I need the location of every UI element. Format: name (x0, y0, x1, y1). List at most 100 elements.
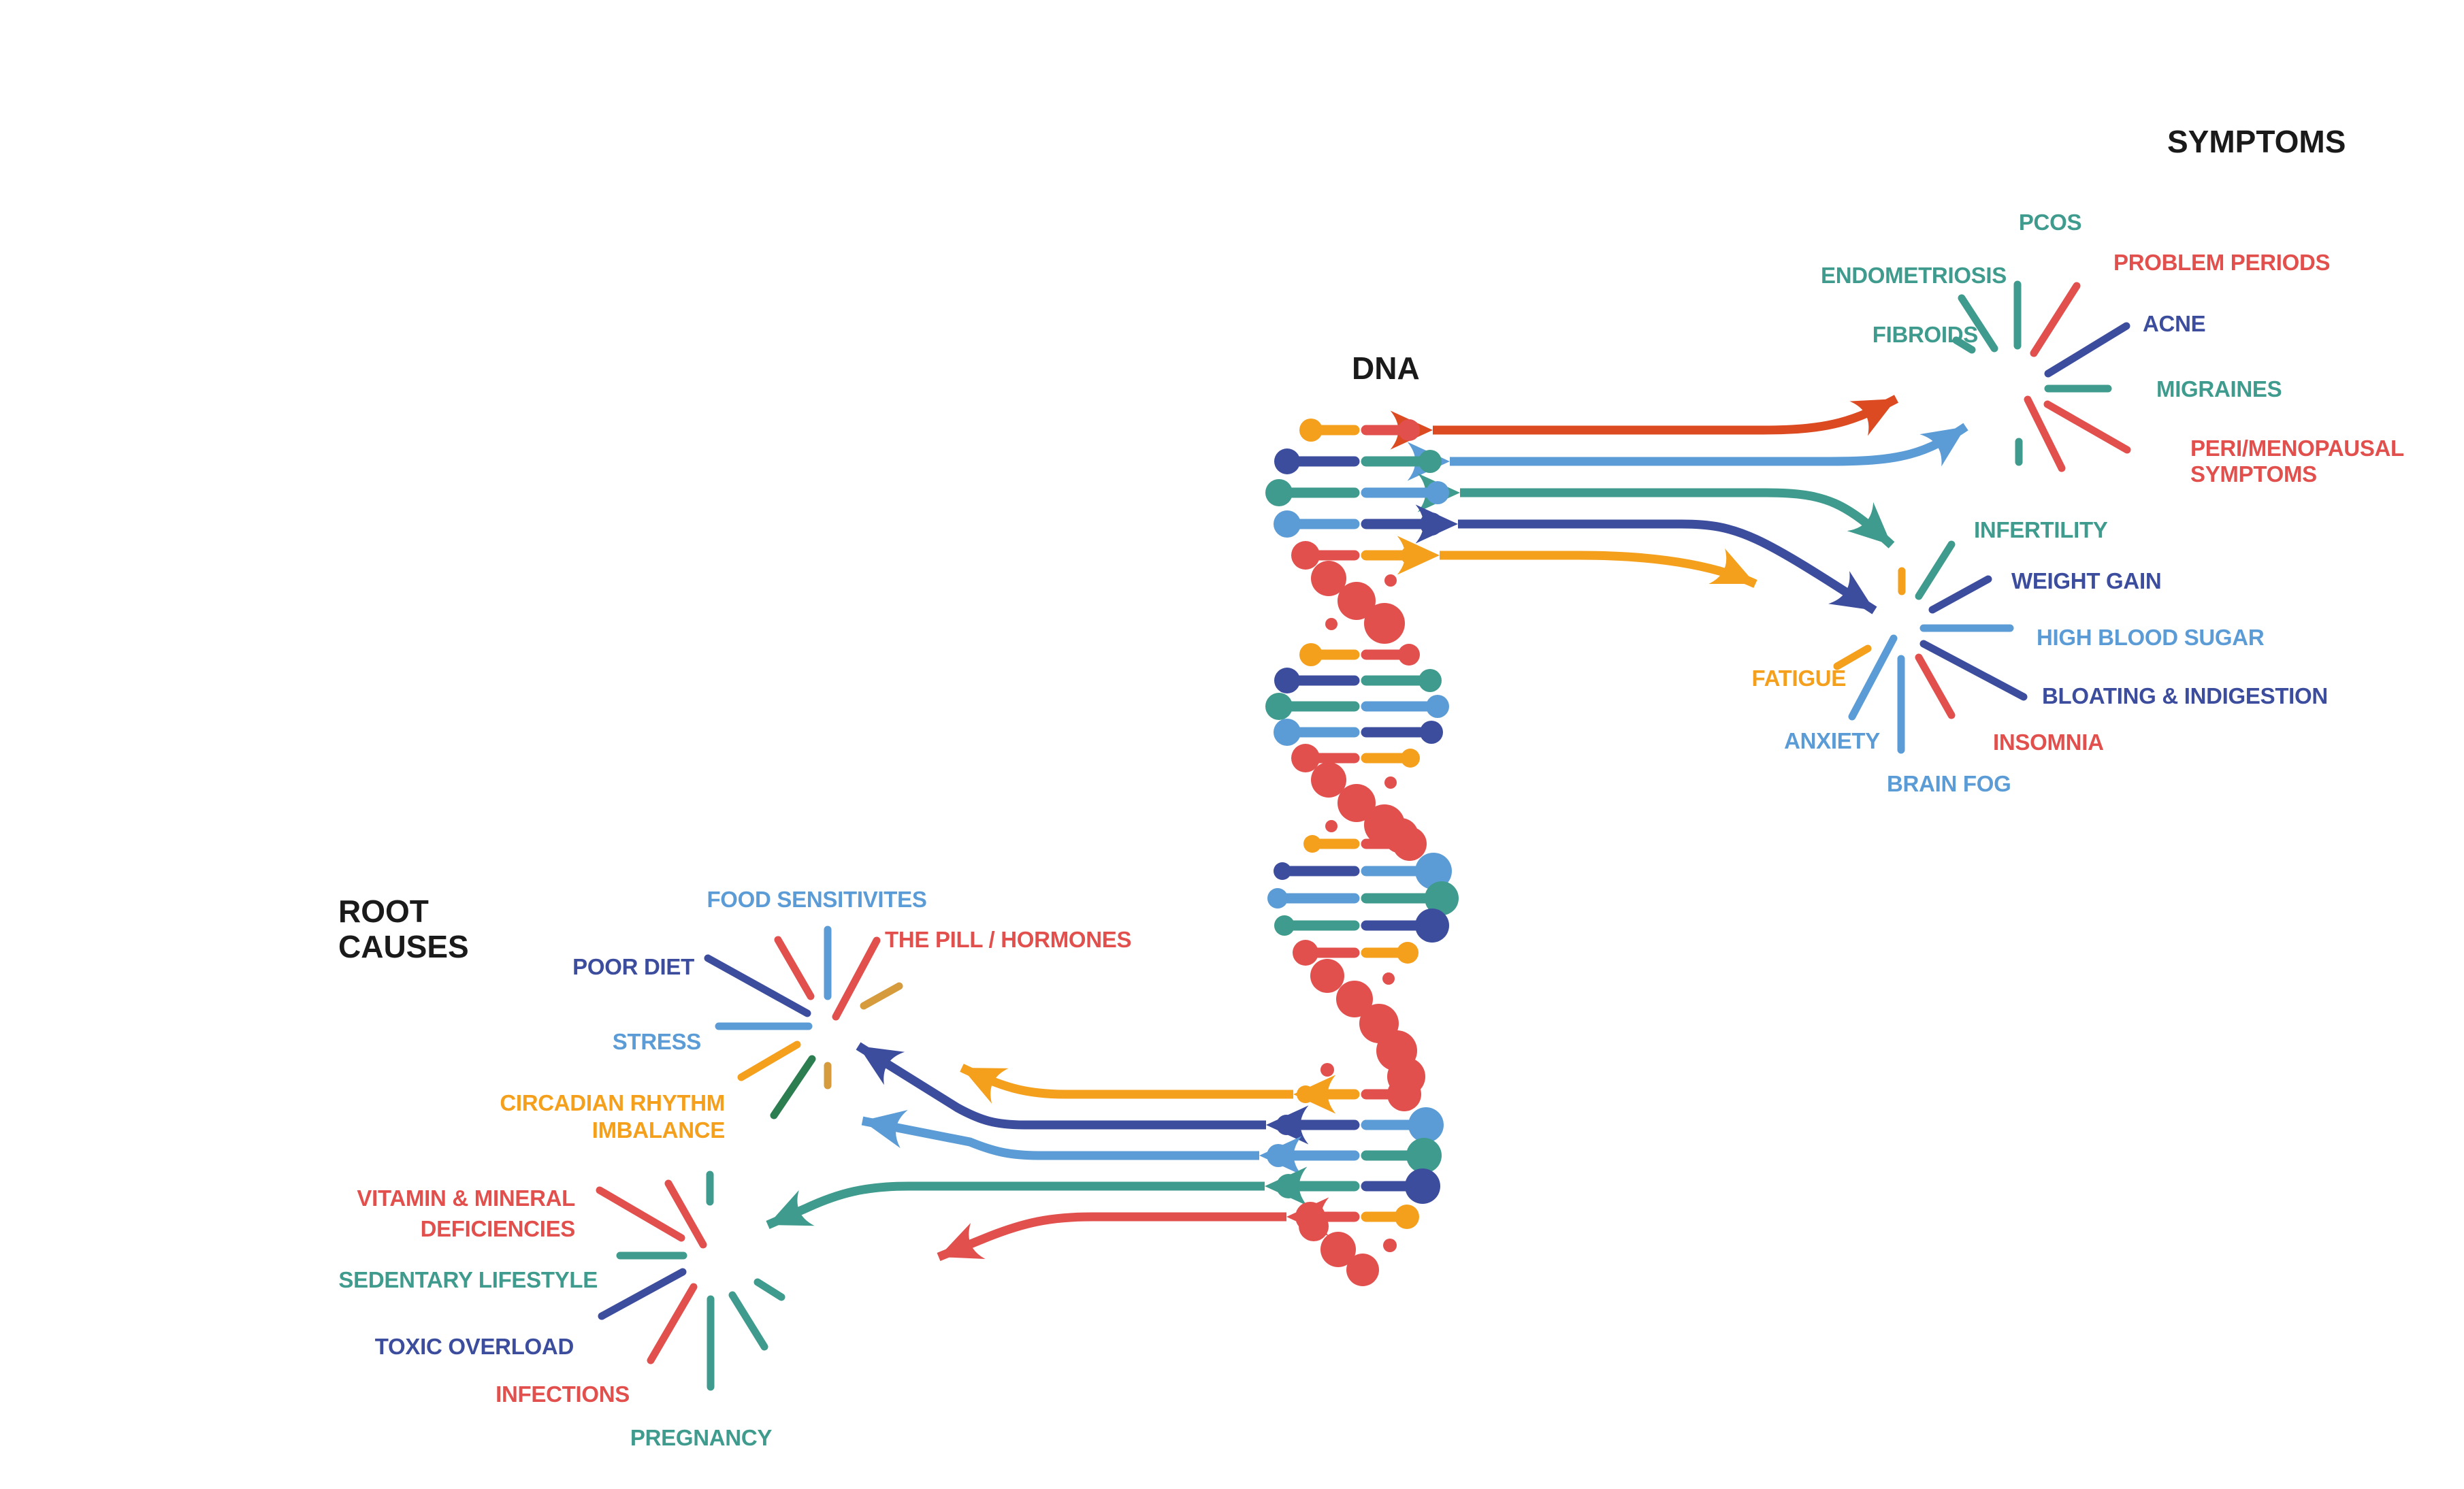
dna-rung (1274, 909, 1449, 943)
dna-header: DNA (1352, 350, 1420, 386)
dna-rung-group-3 (1267, 827, 1459, 966)
connector-arrows (766, 395, 1968, 1262)
label-endometriosis: ENDOMETRIOSIS (1821, 263, 2007, 288)
arrow-dna-to-body-2 (937, 1197, 1329, 1262)
arrow-dna-to-metabolic-2 (1415, 504, 1877, 615)
ray-accent-green (770, 1055, 816, 1119)
label-pregnancy: PREGNANCY (630, 1425, 772, 1450)
label-pcos: PCOS (2019, 210, 2081, 235)
ray-insomnia (1915, 653, 1956, 719)
dna-crossover-1 (1311, 561, 1405, 644)
dna-rung (1267, 1138, 1442, 1173)
symptoms-header: SYMPTOMS (2167, 124, 2346, 159)
dna-rung (1267, 881, 1459, 915)
ray-infections (647, 1283, 698, 1364)
ray-poor-diet (704, 954, 811, 1017)
label-poor-diet: POOR DIET (572, 954, 694, 979)
label-anxiety: ANXIETY (1784, 728, 1880, 753)
label-peri-menopausal-line2: SYMPTOMS (2190, 461, 2317, 487)
ray-infertility (1915, 540, 1956, 600)
section-headers: SYMPTOMS DNA ROOT CAUSES (338, 124, 2346, 964)
dna-rung (1299, 419, 1420, 442)
dna-rung (1265, 693, 1449, 720)
ray-acne (2044, 322, 2130, 378)
dna-rung (1274, 510, 1443, 538)
ray-toxic-overload (598, 1268, 687, 1320)
label-insomnia: INSOMNIA (1993, 730, 2104, 755)
arrow-dna-to-lifestyle-2 (856, 1042, 1309, 1145)
ray-peri-menopausal (2043, 400, 2131, 454)
label-high-blood-sugar: HIGH BLOOD SUGAR (2037, 625, 2265, 650)
label-bloating-indigestion: BLOATING & INDIGESTION (2042, 683, 2328, 708)
arrow-dna-to-reproductive-1 (1390, 395, 1899, 450)
dna-helix-icon (1265, 419, 1459, 1286)
ray-fatigue (1833, 644, 1872, 670)
dna-rung-group-4 (1267, 1077, 1444, 1232)
dna-rung (1299, 643, 1420, 666)
arrow-dna-to-lifestyle-3 (861, 1109, 1302, 1175)
label-problem-periods: PROBLEM PERIODS (2113, 250, 2330, 275)
label-fatigue: FATIGUE (1752, 666, 1846, 691)
label-vitamin-line1: VITAMIN & MINERAL (357, 1185, 575, 1211)
label-the-pill-hormones: THE PILL / HORMONES (885, 927, 1131, 952)
ray-accent-mustard (860, 982, 903, 1010)
ray-vitamin-mineral (596, 1186, 685, 1242)
ray-accent-red-11 (774, 936, 815, 1000)
dna-rung (1274, 853, 1452, 889)
label-toxic-overload: TOXIC OVERLOAD (375, 1334, 574, 1359)
label-sedentary-lifestyle: SEDENTARY LIFESTYLE (338, 1267, 598, 1292)
dna-rung (1265, 479, 1449, 506)
dna-rung (1291, 744, 1420, 772)
dna-rung (1291, 541, 1420, 570)
root-causes-header-line2: CAUSES (338, 929, 469, 964)
dna-rung-group-2 (1265, 643, 1449, 772)
dna-rung-group-1 (1265, 419, 1449, 570)
ray-anxiety (1848, 634, 1898, 721)
symptom-cluster-reproductive: PCOS PROBLEM PERIODS ENDOMETRIOSIS FIBRO… (1821, 210, 2404, 487)
label-vitamin-line2: DEFICIENCIES (421, 1216, 575, 1241)
label-infertility: INFERTILITY (1974, 517, 2108, 542)
label-food-sensitivites: FOOD SENSITIVITES (707, 887, 926, 912)
label-fibroids: FIBROIDS (1873, 322, 1978, 347)
label-migraines: MIGRAINES (2156, 376, 2282, 402)
arrow-dna-to-reproductive-2 (1407, 423, 1968, 481)
label-stress: STRESS (613, 1029, 701, 1054)
symptom-cluster-metabolic: INFERTILITY WEIGHT GAIN HIGH BLOOD SUGAR… (1752, 517, 2329, 796)
ray-accent-teal-45 (728, 1291, 768, 1351)
label-peri-menopausal-line1: PERI/MENOPAUSAL (2190, 436, 2404, 461)
ray-accent-red-11 (664, 1179, 707, 1249)
label-circadian-line1: CIRCADIAN RHYTHM (500, 1090, 725, 1115)
dna-rung (1276, 1168, 1440, 1204)
label-weight-gain: WEIGHT GAIN (2011, 568, 2161, 593)
root-causes-header-line1: ROOT (338, 894, 429, 929)
label-circadian-line2: IMBALANCE (592, 1117, 725, 1143)
arrow-dna-to-lifestyle-1 (960, 1064, 1336, 1114)
root-cause-cluster-body: VITAMIN & MINERAL DEFICIENCIES SEDENTARY… (338, 1171, 785, 1450)
ray-weight-gain (1928, 575, 1992, 614)
root-cause-cluster-lifestyle: FOOD SENSITIVITES THE PILL / HORMONES PO… (500, 887, 1131, 1143)
ray-fibroids (1952, 336, 1976, 354)
dna-rung (1297, 1077, 1421, 1111)
ray-accent-red (2024, 395, 2066, 472)
dna-rung (1303, 827, 1427, 861)
ray-endometriosis (1958, 294, 1998, 353)
dna-crossover-4 (1299, 1211, 1397, 1286)
ray-accent-teal-tick-right (753, 1278, 785, 1301)
dna-rung (1274, 719, 1443, 746)
ray-the-pill (832, 936, 881, 1021)
ray-bloating (1919, 640, 2028, 701)
label-brain-fog: BRAIN FOG (1887, 771, 2011, 796)
label-acne: ACNE (2143, 311, 2205, 336)
arrow-dna-to-metabolic-1 (1417, 473, 1895, 549)
ray-problem-periods (2030, 282, 2081, 357)
dna-rung (1276, 1107, 1444, 1143)
dna-rung (1293, 940, 1419, 966)
dna-rung (1274, 668, 1442, 693)
dna-crossover-3 (1310, 959, 1425, 1096)
label-infections: INFECTIONS (496, 1381, 630, 1407)
arrow-dna-to-metabolic-3 (1397, 536, 1757, 588)
ray-circadian (737, 1041, 801, 1081)
arrow-dna-to-body-1 (766, 1166, 1308, 1229)
